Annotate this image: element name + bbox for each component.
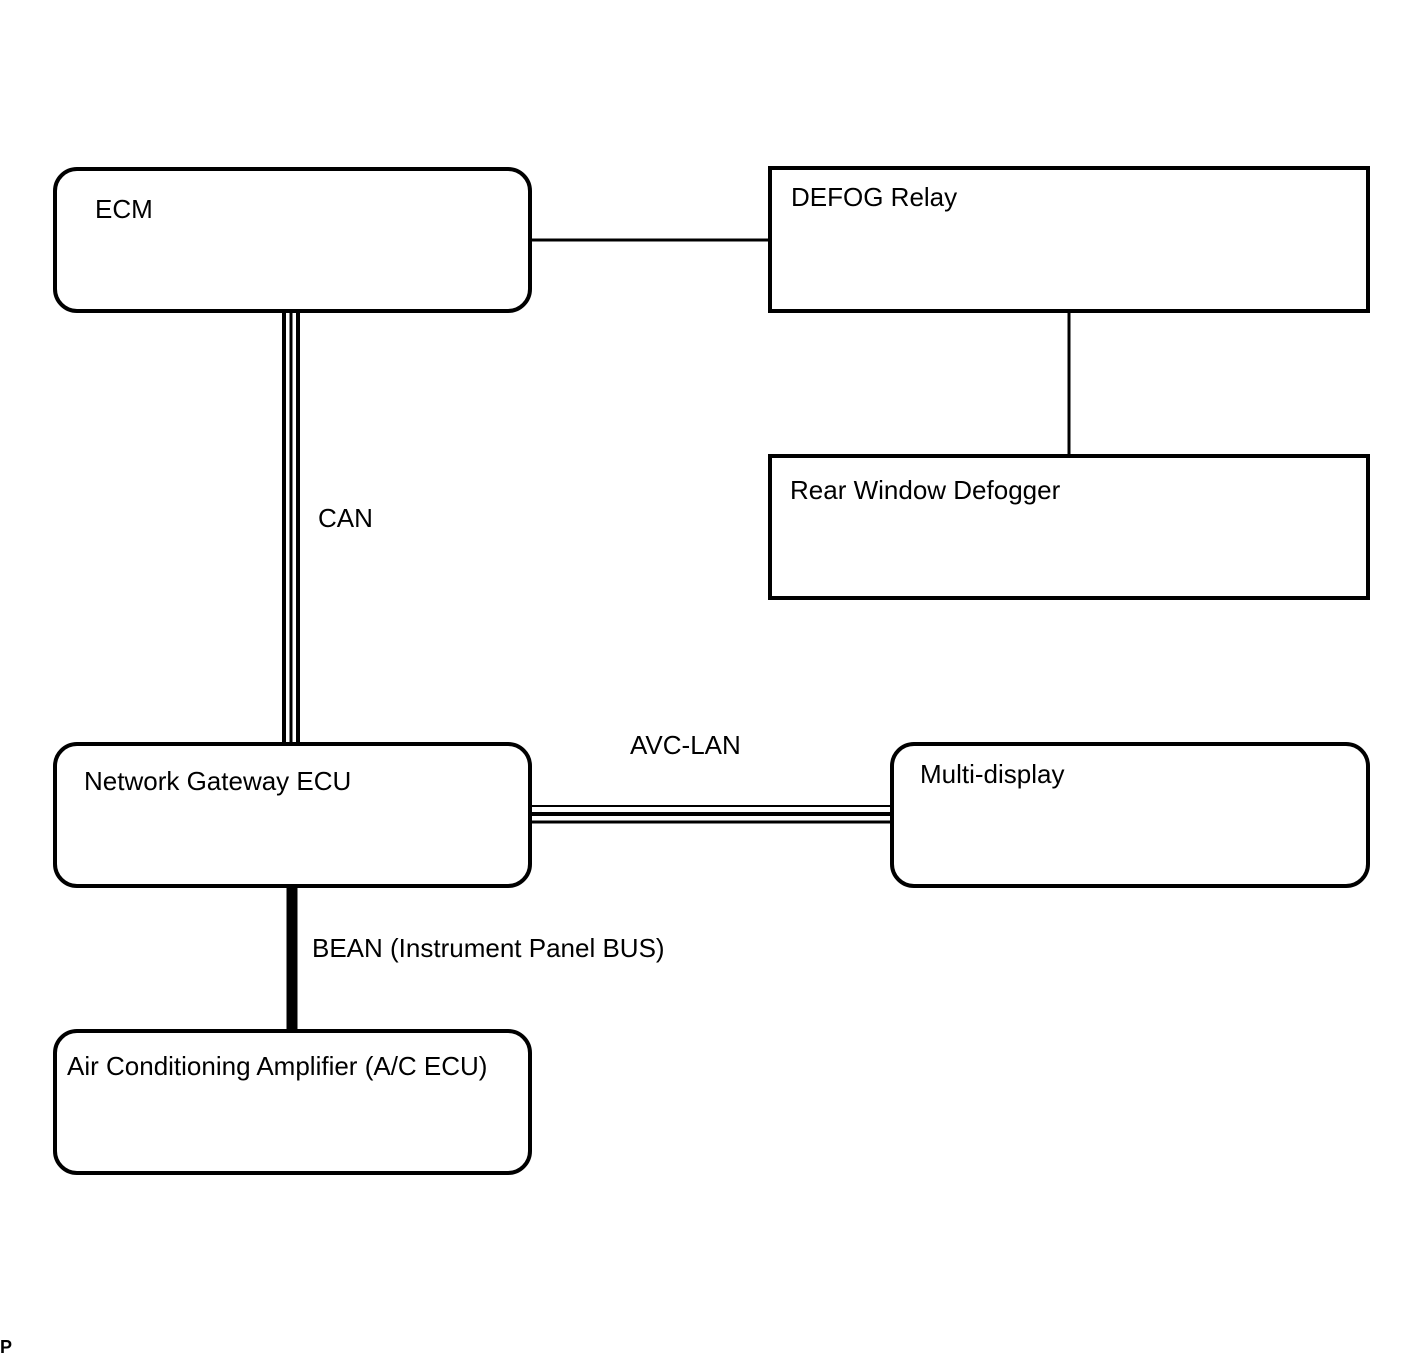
avc-lan-line [532, 805, 890, 824]
ecm-box [53, 167, 532, 313]
rear-window-defogger-label: Rear Window Defogger [790, 475, 1061, 505]
network-gateway-ecu-box [53, 742, 532, 888]
corner-mark: P [0, 1337, 12, 1357]
avc-lan-label: AVC-LAN [630, 730, 741, 760]
ecm-label: ECM [95, 194, 153, 224]
ecm-node: ECM [53, 167, 532, 313]
multi-display-node: Multi-display [890, 742, 1370, 888]
ac-amplifier-box [53, 1029, 532, 1175]
multi-display-label: Multi-display [920, 759, 1065, 789]
rear-window-defogger-box [768, 454, 1370, 600]
defog-relay-box [768, 166, 1370, 313]
ac-amplifier-node: Air Conditioning Amplifier (A/C ECU) [53, 1029, 532, 1175]
defog-relay-node: DEFOG Relay [768, 166, 1370, 313]
defog-relay-label: DEFOG Relay [791, 182, 957, 212]
can-bus-line [282, 313, 300, 742]
can-label: CAN [318, 503, 373, 533]
multi-display-box [890, 742, 1370, 888]
bean-label: BEAN (Instrument Panel BUS) [312, 933, 665, 963]
ac-amplifier-label: Air Conditioning Amplifier (A/C ECU) [67, 1051, 487, 1081]
network-gateway-ecu-node: Network Gateway ECU [53, 742, 532, 888]
network-gateway-ecu-label: Network Gateway ECU [84, 766, 351, 796]
rear-window-defogger-node: Rear Window Defogger [768, 454, 1370, 600]
